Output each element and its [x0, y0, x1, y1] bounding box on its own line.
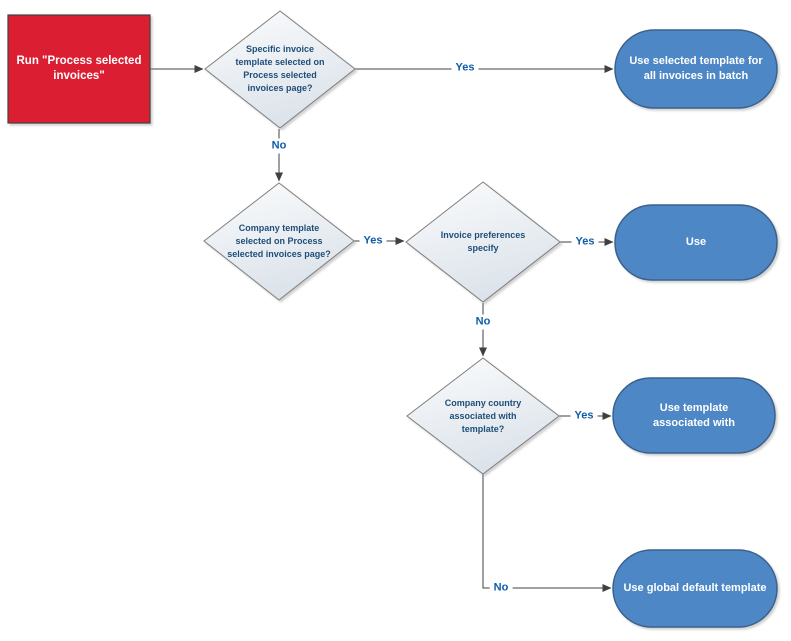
edge-label-yes-invoice-preferences: Yes [571, 234, 599, 250]
end-template-associated-shape [612, 377, 776, 454]
decision-company-template-shape [203, 182, 355, 301]
edge-label-yes-company-template: Yes [359, 233, 387, 249]
edge-label-yes-company-country: Yes [570, 408, 598, 424]
start-process-shape [7, 14, 151, 124]
decision-company-country-shape [406, 357, 560, 475]
end-global-default-shape [612, 549, 778, 628]
end-selected-template-shape [614, 29, 778, 109]
edge-label-no-invoice-preferences: No [471, 314, 495, 330]
decision-invoice-preferences-shape [405, 181, 561, 303]
end-use-shape [614, 204, 778, 281]
edge-label-no-company-country: No [489, 580, 513, 596]
connector-company-country-no [482, 474, 612, 592]
decision-specific-template-shape [204, 10, 356, 129]
edge-label-yes-specific-template: Yes [451, 60, 479, 76]
edge-label-no-specific-template: No [267, 138, 291, 154]
